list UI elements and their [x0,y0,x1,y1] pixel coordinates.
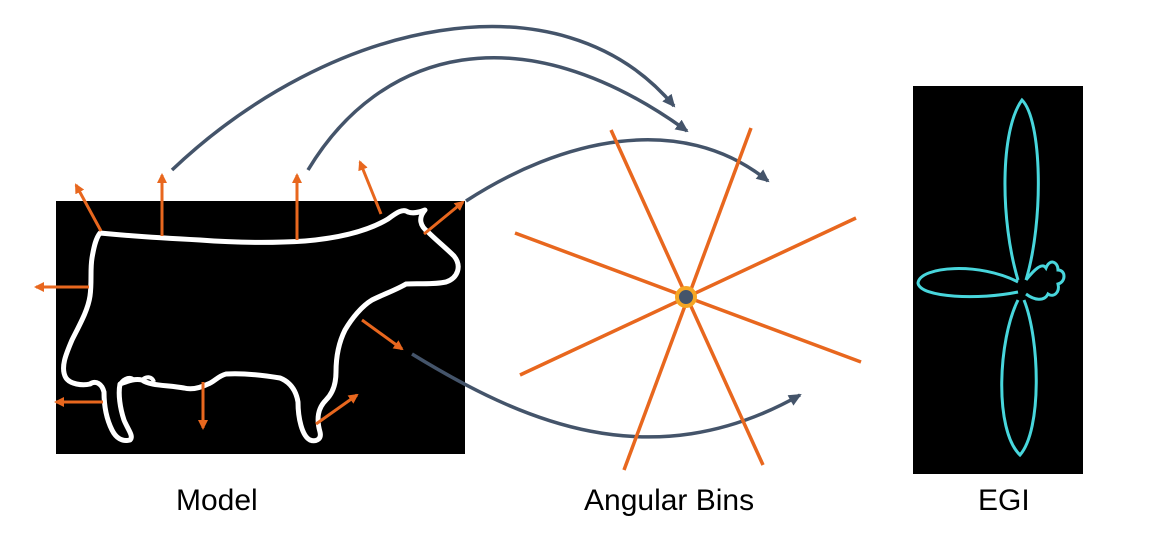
mapping-arrows [170,24,802,439]
surface-normals [34,160,465,430]
bin-center-dot [675,286,697,308]
normal-arrow-4 [358,160,383,215]
normal-arrow-7 [361,318,404,351]
egi-lobe-right [1024,260,1066,301]
cow-udder [118,375,156,386]
mapping-arrow-1 [170,24,676,172]
egi-lobe-bottom [1000,299,1038,458]
model-panel [56,201,465,454]
caption-model: Model [176,484,258,517]
mapping-arrow-4 [411,352,802,439]
normal-arrow-10 [315,393,359,426]
cow-silhouette [61,207,461,444]
caption-egi: EGI [978,484,1030,517]
normal-arrow-1 [74,183,103,232]
mapping-arrow-3 [465,138,770,203]
egi-lobe-top [1003,97,1040,281]
egi-panel [913,86,1083,474]
egi-curve [916,97,1066,458]
caption-angular-bins: Angular Bins [584,484,755,517]
egi-lobe-left [916,267,1019,299]
mapping-arrow-2 [306,56,689,171]
normal-arrow-5 [423,200,465,236]
